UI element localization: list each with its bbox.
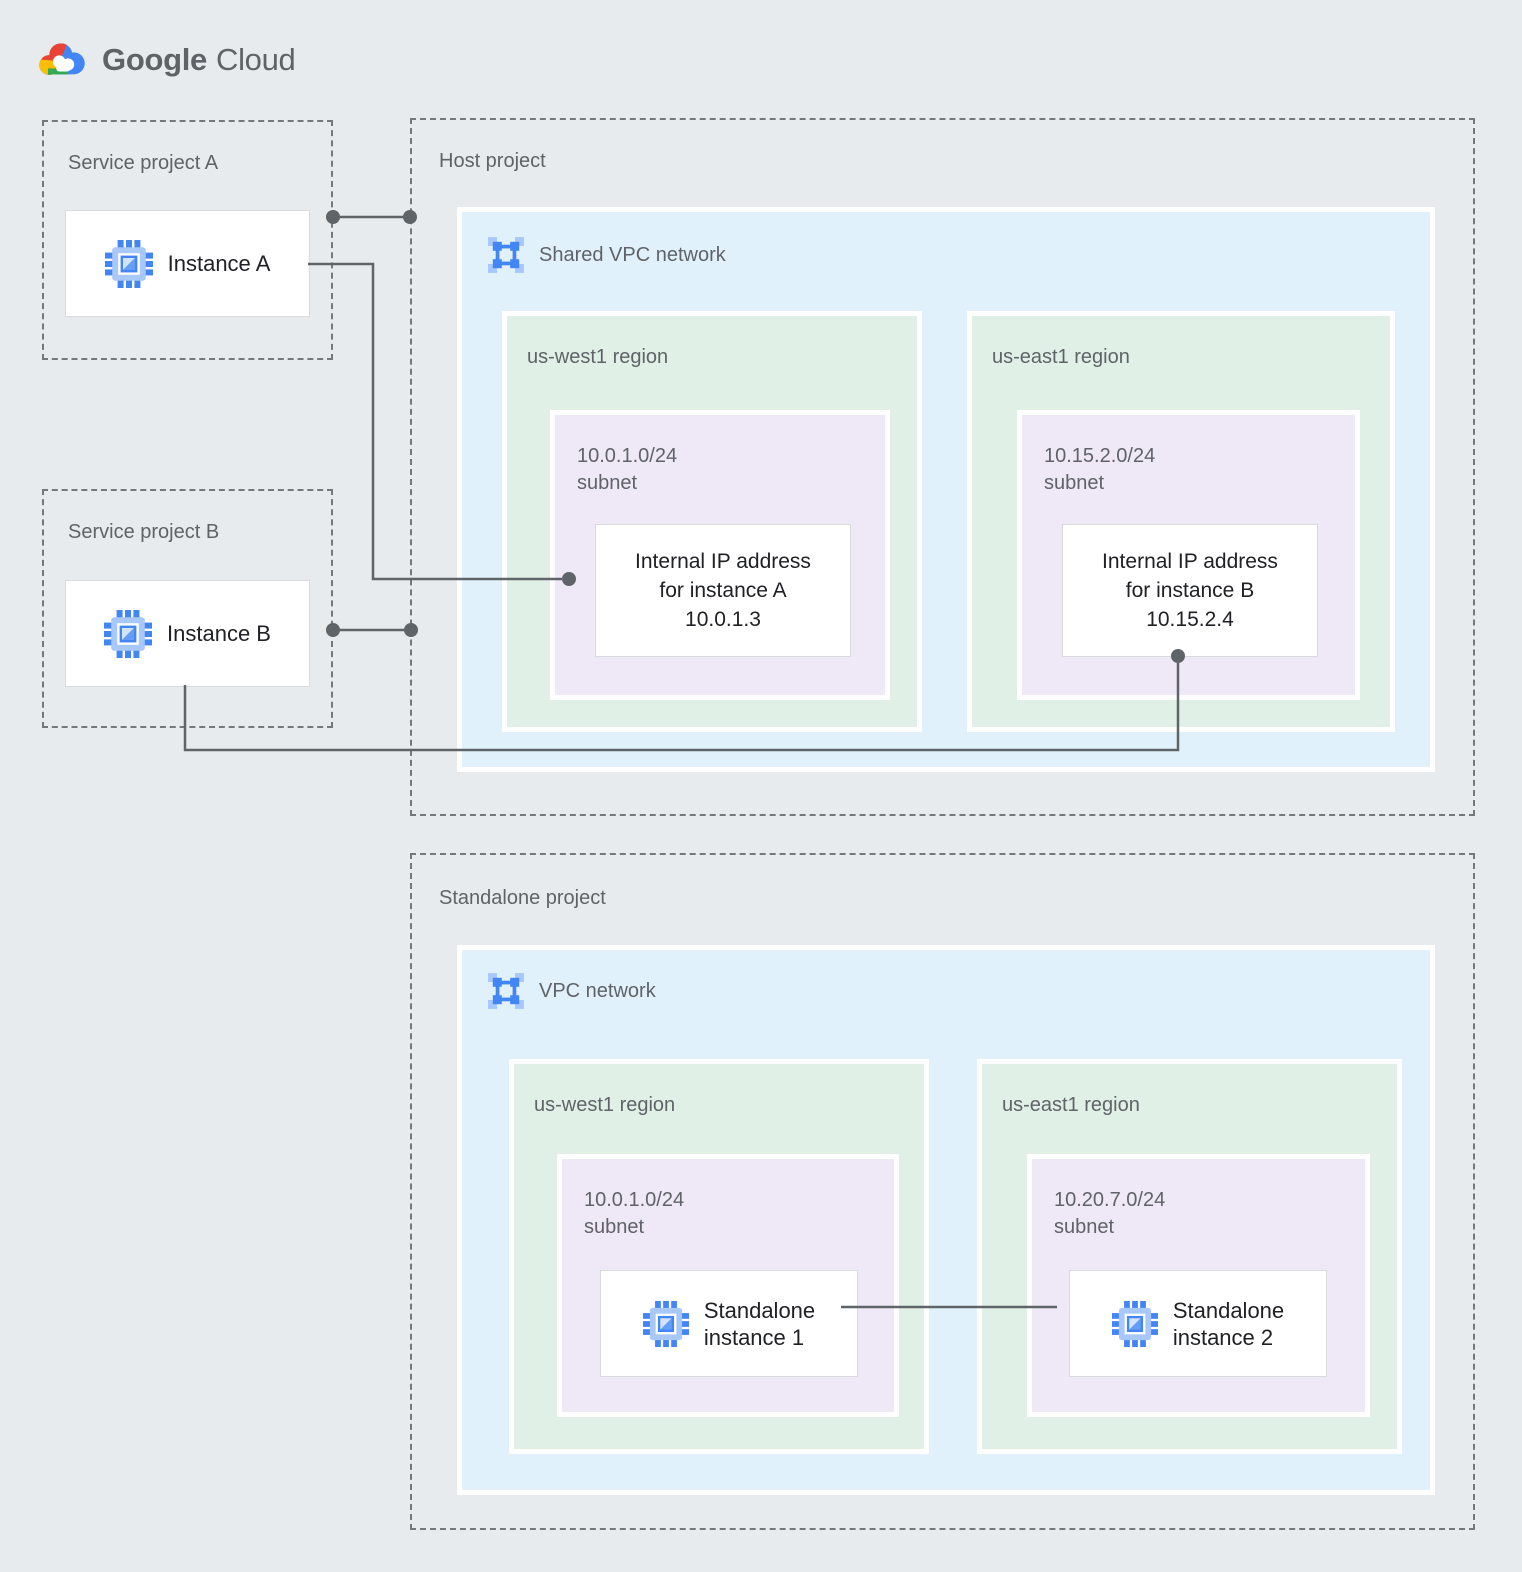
compute-engine-icon bbox=[642, 1300, 689, 1347]
host-subnet-west-cidr: 10.0.1.0/24 bbox=[577, 445, 678, 467]
standalone-region-us-west1-box: us-west1 region 10.0.1.0/24 subnet bbox=[509, 1059, 929, 1454]
standalone-instance-1-card: Standalone instance 1 bbox=[600, 1270, 858, 1377]
standalone-project-box: Standalone project VPC network us-west1 … bbox=[410, 853, 1475, 1530]
standalone-subnet-east-label: 10.20.7.0/24 subnet bbox=[1054, 1187, 1165, 1241]
standalone-region-us-east1-box: us-east1 region 10.20.7.0/24 subnet bbox=[977, 1059, 1402, 1454]
host-subnet-east-cidr: 10.15.2.0/24 bbox=[1044, 445, 1156, 467]
standalone-project-label: Standalone project bbox=[439, 887, 606, 909]
standalone-subnet-east-box: 10.20.7.0/24 subnet bbox=[1027, 1154, 1370, 1417]
instance-a-card: Instance A bbox=[65, 210, 310, 317]
logo-brand-text: Google bbox=[102, 42, 207, 77]
shared-vpc-network-label: Shared VPC network bbox=[539, 243, 726, 266]
standalone-subnet-west-word: subnet bbox=[584, 1216, 645, 1238]
host-project-label: Host project bbox=[439, 150, 546, 172]
host-subnet-west-word: subnet bbox=[577, 472, 638, 494]
instance-b-label: Instance B bbox=[167, 620, 271, 646]
standalone-instance-2-label: Standalone instance 2 bbox=[1172, 1297, 1285, 1350]
host-project-box: Host project Shared VPC network us-west1… bbox=[410, 118, 1475, 816]
standalone-subnet-east-cidr: 10.20.7.0/24 bbox=[1054, 1189, 1166, 1211]
internal-ip-b-line2: for instance B bbox=[1125, 579, 1255, 602]
internal-ip-a-line2: for instance A bbox=[659, 579, 787, 602]
vpc-network-icon bbox=[488, 973, 524, 1009]
host-region-us-west1-label: us-west1 region bbox=[527, 346, 669, 368]
service-project-a-box: Service project A Instance A bbox=[42, 120, 333, 360]
vpc-network-box: VPC network us-west1 region 10.0.1.0/24 … bbox=[457, 945, 1435, 1495]
service-project-a-label: Service project A bbox=[68, 152, 219, 174]
instance-b-card: Instance B bbox=[65, 580, 310, 687]
standalone-region-us-east1-label: us-east1 region bbox=[1002, 1094, 1140, 1116]
standalone-region-us-west1-label: us-west1 region bbox=[534, 1094, 676, 1116]
host-subnet-west-box: 10.0.1.0/24 subnet Internal IP address f… bbox=[550, 410, 890, 700]
vpc-network-label: VPC network bbox=[539, 979, 656, 1002]
service-project-b-box: Service project B Instance B bbox=[42, 489, 333, 728]
standalone-instance-2-card: Standalone instance 2 bbox=[1069, 1270, 1327, 1377]
internal-ip-a-card: Internal IP address for instance A 10.0.… bbox=[595, 524, 851, 657]
compute-engine-icon bbox=[104, 239, 153, 288]
google-cloud-logo-icon bbox=[39, 43, 85, 75]
host-region-us-east1-label: us-east1 region bbox=[992, 346, 1130, 368]
shared-vpc-network-header: Shared VPC network bbox=[487, 236, 726, 274]
google-cloud-wordmark: Google Cloud bbox=[102, 42, 296, 78]
standalone-subnet-west-cidr: 10.0.1.0/24 bbox=[584, 1189, 685, 1211]
host-region-us-west1-box: us-west1 region 10.0.1.0/24 subnet Inter… bbox=[502, 311, 922, 732]
vpc-network-header: VPC network bbox=[487, 972, 656, 1010]
host-subnet-east-label: 10.15.2.0/24 subnet bbox=[1044, 443, 1155, 497]
service-project-b-label: Service project B bbox=[68, 521, 220, 543]
host-subnet-east-box: 10.15.2.0/24 subnet Internal IP address … bbox=[1017, 410, 1360, 700]
vpc-network-icon bbox=[488, 237, 524, 273]
internal-ip-a-line1: Internal IP address bbox=[635, 550, 811, 573]
standalone-subnet-west-box: 10.0.1.0/24 subnet bbox=[557, 1154, 899, 1417]
google-cloud-logo: Google Cloud bbox=[34, 36, 434, 84]
internal-ip-b-line1: Internal IP address bbox=[1102, 550, 1278, 573]
shared-vpc-network-box: Shared VPC network us-west1 region 10.0.… bbox=[457, 207, 1435, 772]
standalone-instance-1-label: Standalone instance 1 bbox=[703, 1297, 816, 1350]
internal-ip-a-line3: 10.0.1.3 bbox=[685, 608, 761, 631]
internal-ip-b-line3: 10.15.2.4 bbox=[1146, 608, 1234, 631]
host-subnet-west-label: 10.0.1.0/24 subnet bbox=[577, 443, 677, 497]
internal-ip-b-card: Internal IP address for instance B 10.15… bbox=[1062, 524, 1318, 657]
compute-engine-icon bbox=[104, 609, 153, 658]
standalone-subnet-west-label: 10.0.1.0/24 subnet bbox=[584, 1187, 684, 1241]
host-region-us-east1-box: us-east1 region 10.15.2.0/24 subnet Inte… bbox=[967, 311, 1395, 732]
compute-engine-icon bbox=[1111, 1300, 1158, 1347]
host-subnet-east-word: subnet bbox=[1044, 472, 1105, 494]
standalone-subnet-east-word: subnet bbox=[1054, 1216, 1115, 1238]
logo-product-text: Cloud bbox=[215, 42, 296, 77]
instance-a-label: Instance A bbox=[167, 250, 271, 276]
